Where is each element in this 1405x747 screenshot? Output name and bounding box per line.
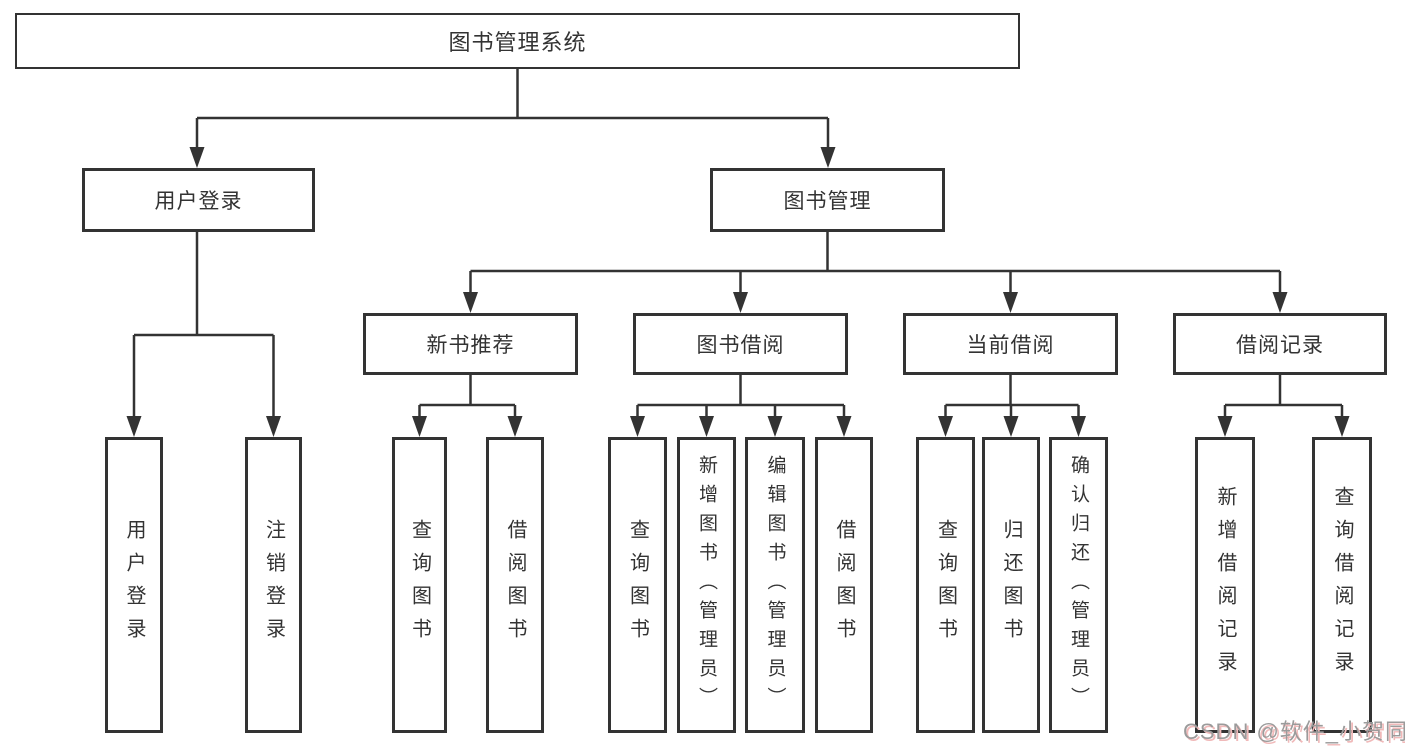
node-book-management: 图书管理	[710, 168, 945, 232]
node-label: 借阅记录	[1236, 334, 1324, 357]
arrowhead-icon	[463, 292, 478, 313]
arrowhead-icon	[733, 292, 748, 313]
csdn-watermark: CSDN @软件_小贺同学	[1183, 719, 1405, 744]
arrowhead-icon	[699, 416, 714, 437]
arrowhead-icon	[1334, 416, 1350, 437]
leaf-label: 新增图书（管理员）	[696, 454, 717, 716]
arrowhead-icon	[412, 416, 427, 437]
node-new-book-recommend: 新书推荐	[363, 313, 578, 375]
leaf-record-add-borrow-record: 新增借阅记录	[1195, 437, 1255, 733]
node-library-management-system: 图书管理系统	[15, 13, 1020, 69]
arrowhead-icon	[1272, 292, 1288, 313]
node-user-login: 用户登录	[82, 168, 315, 232]
leaf-label: 归还图书	[1000, 519, 1022, 651]
leaf-borrow-query-book: 查询图书	[608, 437, 667, 733]
arrowhead-icon	[938, 416, 953, 437]
arrowhead-icon	[126, 416, 142, 437]
leaf-logout: 注销登录	[245, 437, 302, 733]
leaf-label: 查询图书	[408, 519, 431, 651]
connector-bookborrow-to-leaves	[636, 375, 846, 417]
leaf-label: 编辑图书（管理员）	[764, 454, 786, 716]
arrowhead-icon	[266, 416, 281, 437]
leaf-label: 确认归还（管理员）	[1068, 454, 1089, 716]
arrowhead-icon	[1003, 292, 1018, 313]
leaf-label: 新增借阅记录	[1214, 486, 1236, 684]
connector-bookmgmt-to-level3	[469, 232, 1282, 293]
arrowhead-icon	[836, 416, 852, 437]
arrowhead-icon	[630, 416, 645, 437]
leaf-label: 注销登录	[262, 519, 285, 651]
leaf-label: 查询图书	[934, 519, 957, 651]
arrowhead-icon	[189, 147, 205, 168]
node-label: 图书管理系统	[448, 30, 587, 55]
leaf-label: 用户登录	[123, 519, 145, 651]
connector-root-to-level2	[195, 69, 830, 148]
leaf-newbook-borrow-book: 借阅图书	[486, 437, 544, 733]
leaf-borrow-edit-book-admin: 编辑图书（管理员）	[745, 437, 805, 733]
connector-currentborrow-to-leaves	[944, 375, 1080, 417]
connector-newbook-to-leaves	[418, 375, 517, 417]
leaf-borrow-add-book-admin: 新增图书（管理员）	[677, 437, 736, 733]
arrowhead-icon	[820, 147, 836, 168]
connector-userlogin-to-leaves	[132, 232, 275, 417]
node-current-borrow: 当前借阅	[903, 313, 1118, 375]
node-label: 新书推荐	[426, 334, 515, 357]
leaf-label: 查询借阅记录	[1331, 486, 1353, 684]
node-label: 图书借阅	[696, 334, 785, 357]
node-label: 图书管理	[783, 190, 872, 213]
leaf-current-return-book: 归还图书	[982, 437, 1040, 733]
arrowhead-icon	[507, 416, 523, 437]
leaf-record-query-borrow-record: 查询借阅记录	[1312, 437, 1372, 733]
connector-borrowrecord-to-leaves	[1223, 375, 1344, 417]
leaf-label: 借阅图书	[504, 519, 526, 651]
arrowhead-icon	[1003, 416, 1019, 437]
leaf-label: 借阅图书	[833, 519, 855, 651]
leaf-newbook-query-book: 查询图书	[392, 437, 447, 733]
arrowhead-icon	[767, 416, 783, 437]
node-label: 用户登录	[154, 190, 243, 213]
leaf-current-confirm-return-admin: 确认归还（管理员）	[1049, 437, 1108, 733]
node-label: 当前借阅	[966, 334, 1055, 357]
arrowhead-icon	[1071, 416, 1086, 437]
node-borrow-record: 借阅记录	[1173, 313, 1387, 375]
leaf-label: 查询图书	[626, 519, 649, 651]
leaf-borrow-borrow-book: 借阅图书	[815, 437, 873, 733]
arrowhead-icon	[1217, 416, 1233, 437]
node-book-borrow: 图书借阅	[633, 313, 848, 375]
leaf-current-query-book: 查询图书	[916, 437, 975, 733]
leaf-user-login: 用户登录	[105, 437, 163, 733]
